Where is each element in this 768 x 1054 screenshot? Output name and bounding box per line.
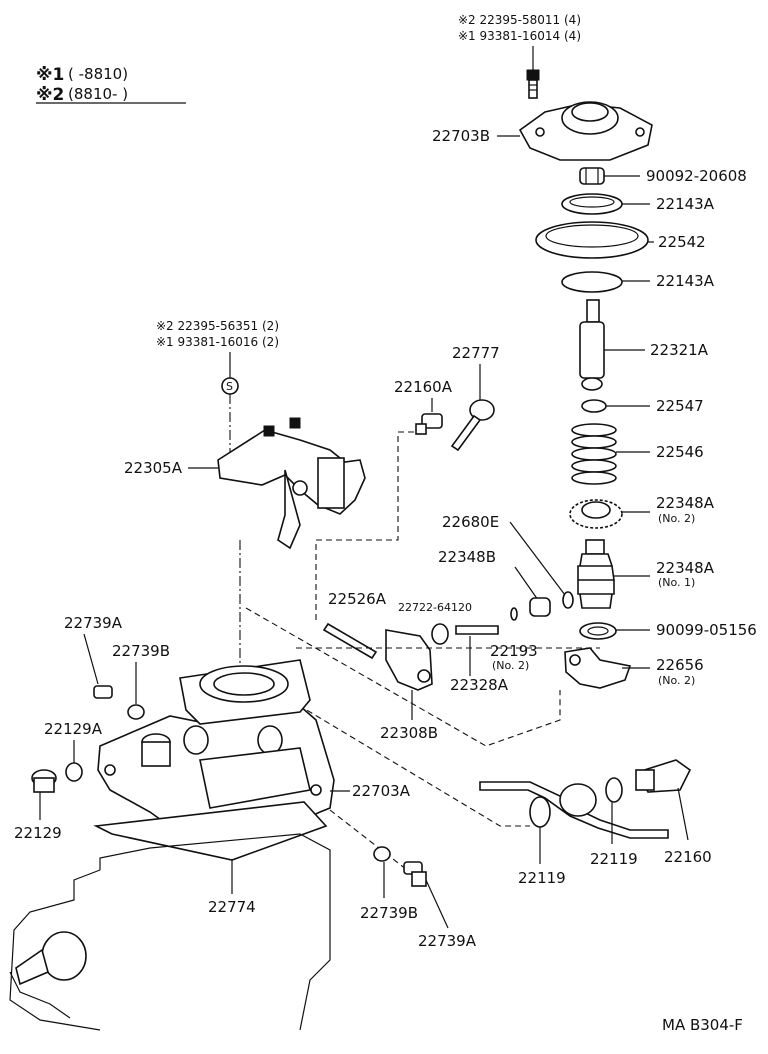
pump-nozzle <box>9 931 87 1019</box>
label-22739A-1: 22739A <box>64 614 123 632</box>
plug-22129 <box>31 769 57 793</box>
label-22656-sub: (No. 2) <box>658 674 695 687</box>
label-22160A: 22160A <box>394 378 453 396</box>
pin-22526A <box>322 622 378 660</box>
label-22546: 22546 <box>656 443 704 461</box>
leader-22160 <box>677 787 689 841</box>
label-22703B: 22703B <box>432 127 490 145</box>
legend-mark-1: ※1 <box>36 65 64 85</box>
label-22739A-2: 22739A <box>418 932 477 950</box>
bolt-22160A <box>421 413 443 429</box>
label-22542: 22542 <box>658 233 706 251</box>
bush-22348B <box>529 597 551 617</box>
leader-22739A-2 <box>425 879 449 929</box>
label-22348A-2: 22348A <box>656 559 715 577</box>
screw-top <box>526 69 540 99</box>
label-22129: 22129 <box>14 824 62 842</box>
leader-22680E <box>509 521 566 596</box>
label-22119-1: 22119 <box>518 869 566 887</box>
lever-22308B <box>385 629 433 691</box>
label-22777: 22777 <box>452 344 500 362</box>
label-22774: 22774 <box>208 898 256 916</box>
label-22722: 22722-64120 <box>398 601 472 614</box>
shaft-22328A <box>455 625 499 635</box>
gear-22348A-no2 <box>569 499 623 529</box>
label-22348A-1: 22348A <box>656 494 715 512</box>
clip-22193 <box>510 607 518 621</box>
label-22656: 22656 <box>656 656 704 674</box>
lever-22656 <box>564 647 632 689</box>
label-22547: 22547 <box>656 397 704 415</box>
dash-link-1 <box>315 431 416 620</box>
spring-22546 <box>571 423 617 485</box>
leader-22739A-1 <box>83 633 99 685</box>
diaphragm-22542 <box>535 221 649 259</box>
label-22143A-2: 22143A <box>656 272 715 290</box>
washer-22722 <box>431 623 449 645</box>
legend-range-1: ( -8810) <box>68 65 128 83</box>
legend-mark-2: ※2 <box>36 85 64 105</box>
diagram-code: MA B304-F <box>662 1016 743 1034</box>
label-22305A: 22305A <box>124 459 183 477</box>
note-mid-2: ※1 93381-16016 (2) <box>156 335 279 349</box>
label-22526A: 22526A <box>328 590 387 608</box>
label-22739B-1: 22739B <box>112 642 170 660</box>
legend-range-2: (8810- ) <box>68 85 128 103</box>
washer-22129A <box>65 762 83 782</box>
washer-22547 <box>581 399 607 413</box>
diaphragm-cover <box>518 101 653 161</box>
label-22328A: 22328A <box>450 676 509 694</box>
bracket-22305A <box>217 417 366 550</box>
label-22119-2: 22119 <box>590 850 638 868</box>
dash-link-4 <box>289 699 530 827</box>
label-22703A: 22703A <box>352 782 411 800</box>
washer-22739B-right <box>373 846 391 862</box>
rod-22321A <box>579 299 605 391</box>
fitting-22777 <box>450 399 495 452</box>
note-mid-1: ※2 22395-56351 (2) <box>156 319 279 333</box>
label-22739B-2: 22739B <box>360 904 418 922</box>
label-90092: 90092-20608 <box>646 167 747 185</box>
washer-22739B-left <box>127 704 145 720</box>
note-top-1: ※2 22395-58011 (4) <box>458 13 581 27</box>
s-mark: S <box>226 380 233 393</box>
seal-90099 <box>579 622 617 640</box>
dash-link-2 <box>245 607 561 747</box>
label-22680E: 22680E <box>442 513 499 531</box>
label-22348B: 22348B <box>438 548 496 566</box>
boot-22348A-no1 <box>577 539 615 609</box>
label-22143A-1: 22143A <box>656 195 715 213</box>
label-22321A: 22321A <box>650 341 709 359</box>
label-90099: 90099-05156 <box>656 621 757 639</box>
label-22348A-2-sub: (No. 1) <box>658 576 695 589</box>
bolt-22739A-left <box>93 685 113 699</box>
pump-body-outline <box>9 833 331 1031</box>
bolt-22160 <box>635 759 692 793</box>
gasket-22774 <box>93 801 328 861</box>
label-22129A: 22129A <box>44 720 103 738</box>
label-22348A-1-sub: (No. 2) <box>658 512 695 525</box>
label-22193: 22193 <box>490 642 538 660</box>
nut-90092 <box>579 167 605 185</box>
ring-22680E <box>562 591 574 609</box>
leader-22348B <box>514 566 539 601</box>
label-22308B: 22308B <box>380 724 438 742</box>
banjo-pipe <box>479 777 669 839</box>
label-22160: 22160 <box>664 848 712 866</box>
note-top-2: ※1 93381-16014 (4) <box>458 29 581 43</box>
plate-22143A-lower <box>561 271 623 293</box>
legend: ※1 ( -8810) ※2 (8810- ) <box>36 65 186 105</box>
label-22193-sub: (No. 2) <box>492 659 529 672</box>
